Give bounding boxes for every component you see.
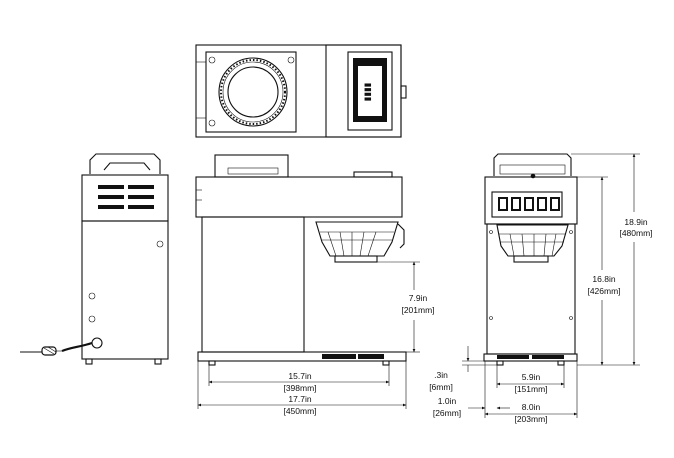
- foot-offset-mm: [26mm]: [433, 408, 461, 418]
- foot-height-mm: [6mm]: [429, 382, 453, 392]
- height-body-in: 16.8in: [592, 274, 615, 284]
- funnel-clearance-in: 7.9in: [409, 293, 428, 303]
- width-base-in: 5.9in: [522, 372, 541, 382]
- dimension-labels: 7.9in [201mm] 15.7in [398mm] 17.7in [450…: [283, 217, 652, 424]
- front-view: [483, 153, 578, 366]
- width-overall-mm: [203mm]: [514, 414, 547, 424]
- svg-text:▮▮▮▮: ▮▮▮▮: [362, 82, 372, 101]
- height-overall-mm: [480mm]: [619, 228, 652, 238]
- width-base-mm: [151mm]: [514, 384, 547, 394]
- left-side-view: [20, 153, 169, 365]
- depth-overall-in: 17.7in: [288, 394, 311, 404]
- top-view: ▮▮▮▮: [195, 44, 407, 138]
- center-side-view: [195, 154, 407, 366]
- dimension-lines: [197, 153, 640, 418]
- depth-base-in: 15.7in: [288, 371, 311, 381]
- foot-height-in: .3in: [434, 370, 448, 380]
- width-overall-in: 8.0in: [522, 402, 541, 412]
- funnel-clearance-mm: [201mm]: [401, 305, 434, 315]
- height-body-mm: [426mm]: [587, 286, 620, 296]
- depth-overall-mm: [450mm]: [283, 406, 316, 416]
- depth-base-mm: [398mm]: [283, 383, 316, 393]
- height-overall-in: 18.9in: [624, 217, 647, 227]
- foot-offset-in: 1.0in: [438, 396, 457, 406]
